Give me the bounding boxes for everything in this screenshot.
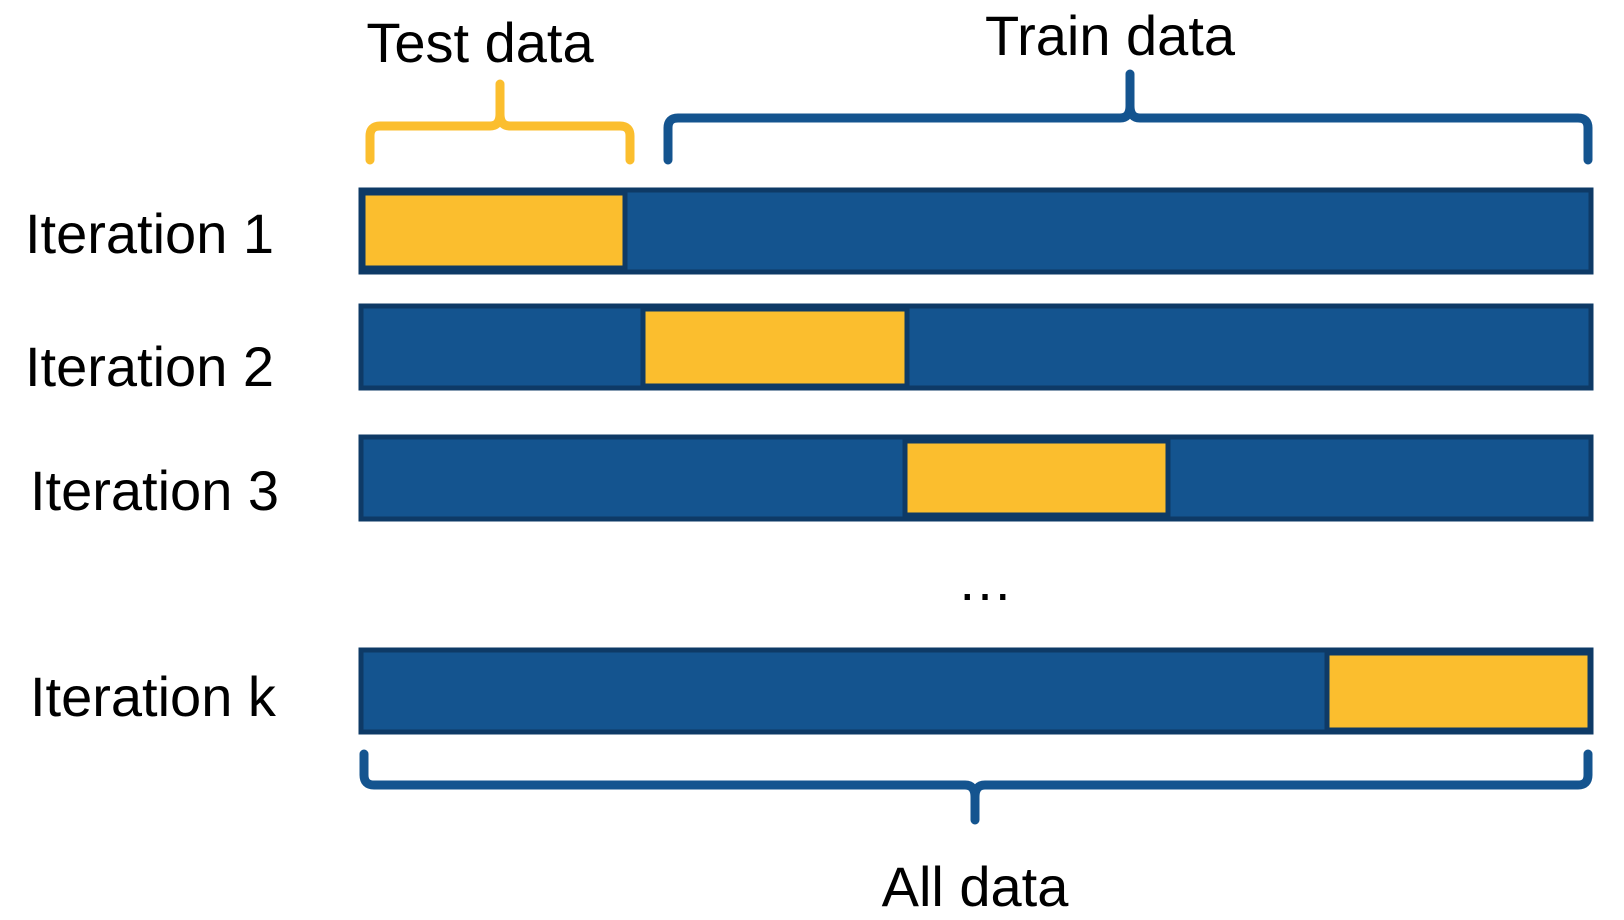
- iteration-label: Iteration 1: [25, 202, 274, 265]
- test-fold-segment: [640, 306, 910, 389]
- iteration-label: Iteration 2: [25, 335, 274, 398]
- all-data-label: All data: [882, 855, 1070, 918]
- test-fold-segment: [360, 190, 628, 271]
- test-data-label: Test data: [366, 11, 594, 74]
- ellipsis: …: [957, 549, 1013, 612]
- train-fold-bar: [358, 303, 1594, 391]
- test-fold-segment: [1324, 650, 1593, 733]
- train-data-label: Train data: [985, 4, 1236, 67]
- test-fold-segment: [902, 438, 1171, 518]
- iteration-label: Iteration k: [30, 665, 277, 728]
- test-data-brace: [365, 79, 635, 165]
- train-data-brace: [663, 69, 1593, 165]
- iteration-label: Iteration 3: [30, 459, 279, 522]
- all-data-brace: [359, 749, 1593, 825]
